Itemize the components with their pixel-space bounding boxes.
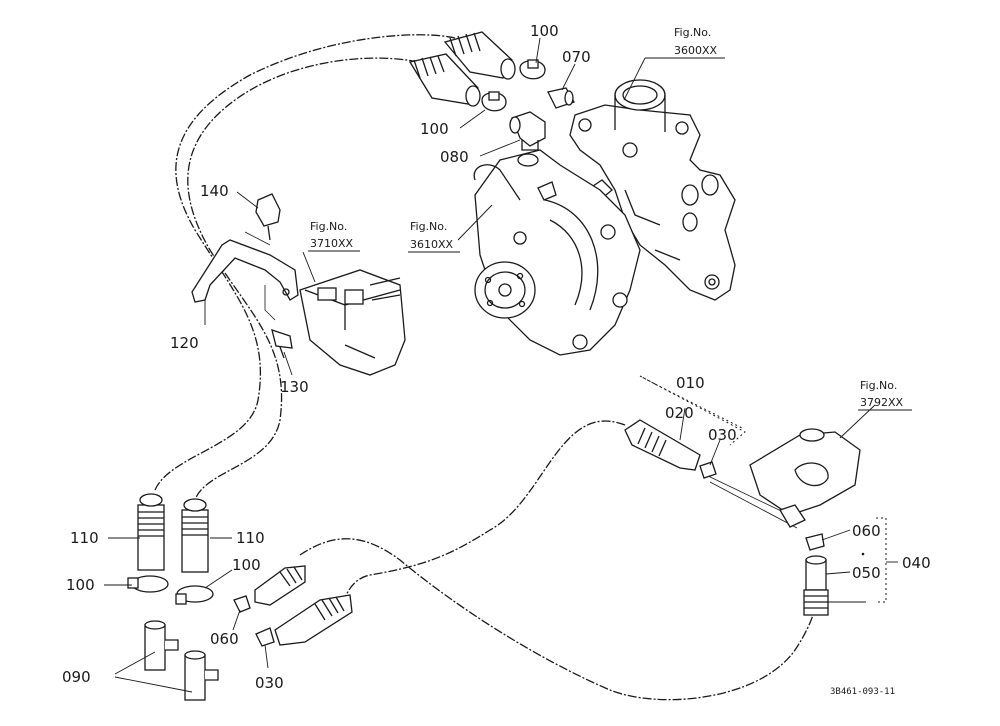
fig-ref-3600-label: Fig.No. bbox=[674, 26, 711, 39]
callout-030-left: 030 bbox=[255, 674, 284, 692]
callout-100-mid: 100 bbox=[232, 556, 261, 574]
clip-140 bbox=[255, 193, 281, 241]
hose-assembly-020 bbox=[624, 419, 701, 471]
callout-060-left: 060 bbox=[210, 630, 239, 648]
bolt-130 bbox=[264, 285, 293, 359]
callout-120: 120 bbox=[170, 334, 199, 352]
clamp-100-left bbox=[127, 575, 169, 593]
fig-ref-3600-number: 3600XX bbox=[674, 44, 718, 57]
clamp-100-top-right bbox=[519, 59, 546, 80]
elbow-080 bbox=[509, 111, 546, 151]
engine-block-3710 bbox=[299, 269, 406, 376]
callout-labels: 010 020 030 030 040 050 060 060 070 080 … bbox=[62, 22, 931, 692]
callout-010: 010 bbox=[676, 374, 705, 392]
bracket-3792 bbox=[749, 428, 861, 528]
fig-ref-3610-number: 3610XX bbox=[410, 238, 454, 251]
callout-140: 140 bbox=[200, 182, 229, 200]
callout-080: 080 bbox=[440, 148, 469, 166]
upper-hose-fitting-outer bbox=[443, 31, 516, 80]
group-040-outline bbox=[861, 517, 887, 603]
fig-ref-3710: Fig.No. 3710XX bbox=[308, 220, 360, 252]
bracket-120 bbox=[191, 231, 299, 303]
group-010-outline bbox=[639, 375, 746, 446]
water-pump-3610 bbox=[473, 149, 641, 356]
pipe-090-right bbox=[184, 650, 219, 701]
fig-ref-3610-label: Fig.No. bbox=[410, 220, 447, 233]
callout-060-right: 060 bbox=[852, 522, 881, 540]
callout-130: 130 bbox=[280, 378, 309, 396]
callout-100-left: 100 bbox=[66, 576, 95, 594]
fitting-070 bbox=[547, 87, 575, 109]
fig-ref-3600: Fig.No. 3600XX bbox=[645, 26, 725, 59]
callout-020: 020 bbox=[665, 404, 694, 422]
clip-060-left bbox=[233, 595, 251, 613]
hose-110-left bbox=[137, 493, 165, 571]
fig-ref-3710-number: 3710XX bbox=[310, 237, 354, 250]
clip-030-left bbox=[255, 627, 275, 647]
hose-050 bbox=[803, 555, 829, 616]
fig-ref-3792-label: Fig.No. bbox=[860, 379, 897, 392]
hose-110-right bbox=[181, 498, 209, 573]
drawing-code: 3B461-093-11 bbox=[830, 687, 895, 697]
upper-hose-fitting-inner bbox=[408, 53, 481, 107]
clamp-100-mid bbox=[175, 585, 214, 605]
hose-lines bbox=[154, 34, 819, 701]
fig-ref-3710-label: Fig.No. bbox=[310, 220, 347, 233]
callout-100-top-right: 100 bbox=[530, 22, 559, 40]
fig-ref-3792-number: 3792XX bbox=[860, 396, 904, 409]
callout-070: 070 bbox=[562, 48, 591, 66]
fig-ref-3792: Fig.No. 3792XX bbox=[858, 379, 912, 411]
callout-100-top-left: 100 bbox=[420, 120, 449, 138]
callout-110-left: 110 bbox=[70, 529, 99, 547]
thermostat-housing-3600 bbox=[569, 79, 736, 301]
clip-060-right bbox=[805, 533, 825, 551]
callout-040: 040 bbox=[902, 554, 931, 572]
callout-110-right: 110 bbox=[236, 529, 265, 547]
fig-ref-3610: Fig.No. 3610XX bbox=[408, 220, 460, 253]
hose-end-upper-mid bbox=[254, 565, 306, 606]
hose-end-lower-mid bbox=[274, 594, 353, 646]
callout-050: 050 bbox=[852, 564, 881, 582]
callout-030-right: 030 bbox=[708, 426, 737, 444]
pipe-090-left bbox=[144, 620, 179, 671]
clip-030-right bbox=[699, 461, 717, 479]
leader-lines bbox=[104, 37, 898, 693]
clamp-100-top-left bbox=[481, 91, 507, 112]
callout-090: 090 bbox=[62, 668, 91, 686]
